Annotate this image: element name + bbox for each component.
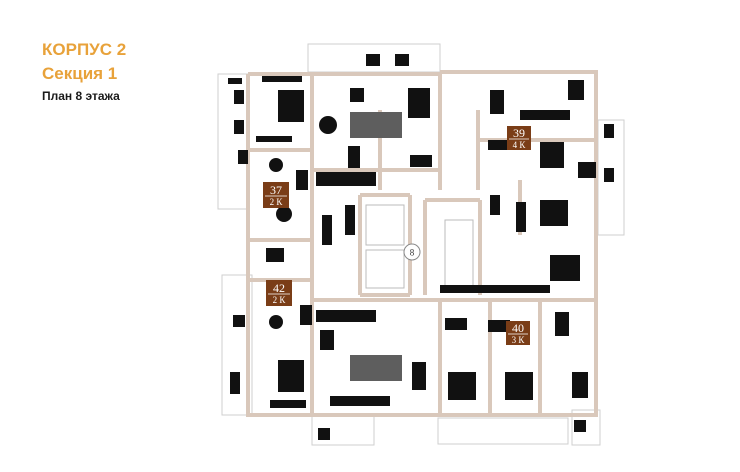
bath [488,140,512,150]
building-title: КОРПУС 2 [42,40,127,59]
table-top [350,112,402,138]
apt-number: 42 [273,281,285,295]
apt-type: 2 К [270,197,284,207]
bed [540,142,564,168]
apt-number: 37 [270,183,282,197]
bed [448,372,476,400]
outer-wall [246,70,598,417]
dining-set [490,90,504,114]
round-table [319,116,337,134]
bath [445,318,467,330]
bath [296,170,308,190]
floor-plan-title: План 8 этажа [42,89,120,103]
bed [540,200,568,226]
kitchen [520,110,570,120]
wardrobe [322,215,332,245]
round-table [269,158,283,172]
core: 8 [365,204,474,291]
chair [318,428,330,440]
dining-set [555,312,569,336]
apt-type: 3 К [512,335,526,345]
chair [233,315,245,327]
armchair [578,162,596,178]
wall-bottom-units [310,298,596,415]
counter [262,76,302,82]
chair [395,54,409,66]
counter [330,396,390,406]
kitchen [440,285,550,293]
chair [234,120,244,134]
apt-type: 4 К [513,140,527,150]
counter [270,400,306,408]
counter [256,136,292,142]
elevator-shaft-2 [365,249,405,289]
balcony-left-bottom [221,274,253,416]
wardrobe [345,205,355,235]
bed [550,255,580,281]
stair-marker [403,243,421,261]
wardrobe [490,195,500,215]
wall-top-unit [310,72,442,190]
badge-apt-37[interactable]: 37 2 К [263,182,289,208]
bed [408,88,430,118]
stair-number: 8 [410,248,415,258]
kitchen [316,310,376,322]
section-title: Секция 1 [42,64,118,83]
kitchen [348,146,360,168]
sofa [568,80,584,100]
wall-left-units [248,148,314,300]
chair [604,124,614,138]
bed [278,360,304,392]
bed [505,372,533,400]
badge-apt-40[interactable]: 40 3 К [506,321,530,345]
round-table [276,206,292,222]
walls [246,70,598,417]
kitchen [316,172,376,186]
chair [234,90,244,104]
chair [604,168,614,182]
wall-stairs [423,198,482,295]
bed [278,90,304,122]
apt-type: 2 К [273,295,287,305]
stairs [444,219,474,291]
balcony-bottom-right [571,409,601,446]
sofa [230,372,240,394]
round-table [269,315,283,329]
dining-set [320,330,334,350]
bath [410,155,432,167]
tables [350,112,402,381]
apt-number: 40 [512,321,524,335]
bath [488,320,510,332]
sofa [572,372,588,398]
round-tables [269,116,337,329]
chair [366,54,380,66]
apt-number: 39 [513,126,525,140]
dining-set [266,248,284,262]
elevator-shaft [365,204,405,246]
badge-apt-39[interactable]: 39 4 К [507,126,531,150]
bath [300,305,312,325]
armchair [350,88,364,102]
chair [238,150,248,164]
sofa [412,362,426,390]
balcony-bottom [437,417,569,445]
badge-apt-42[interactable]: 42 2 К [266,280,292,306]
wardrobe [516,202,526,232]
apartment-badges: 39 4 К 37 2 К 42 2 К 40 3 К [263,126,531,345]
sofa [228,78,242,84]
furniture [228,54,614,440]
chair [574,420,586,432]
table-bottom [350,355,402,381]
